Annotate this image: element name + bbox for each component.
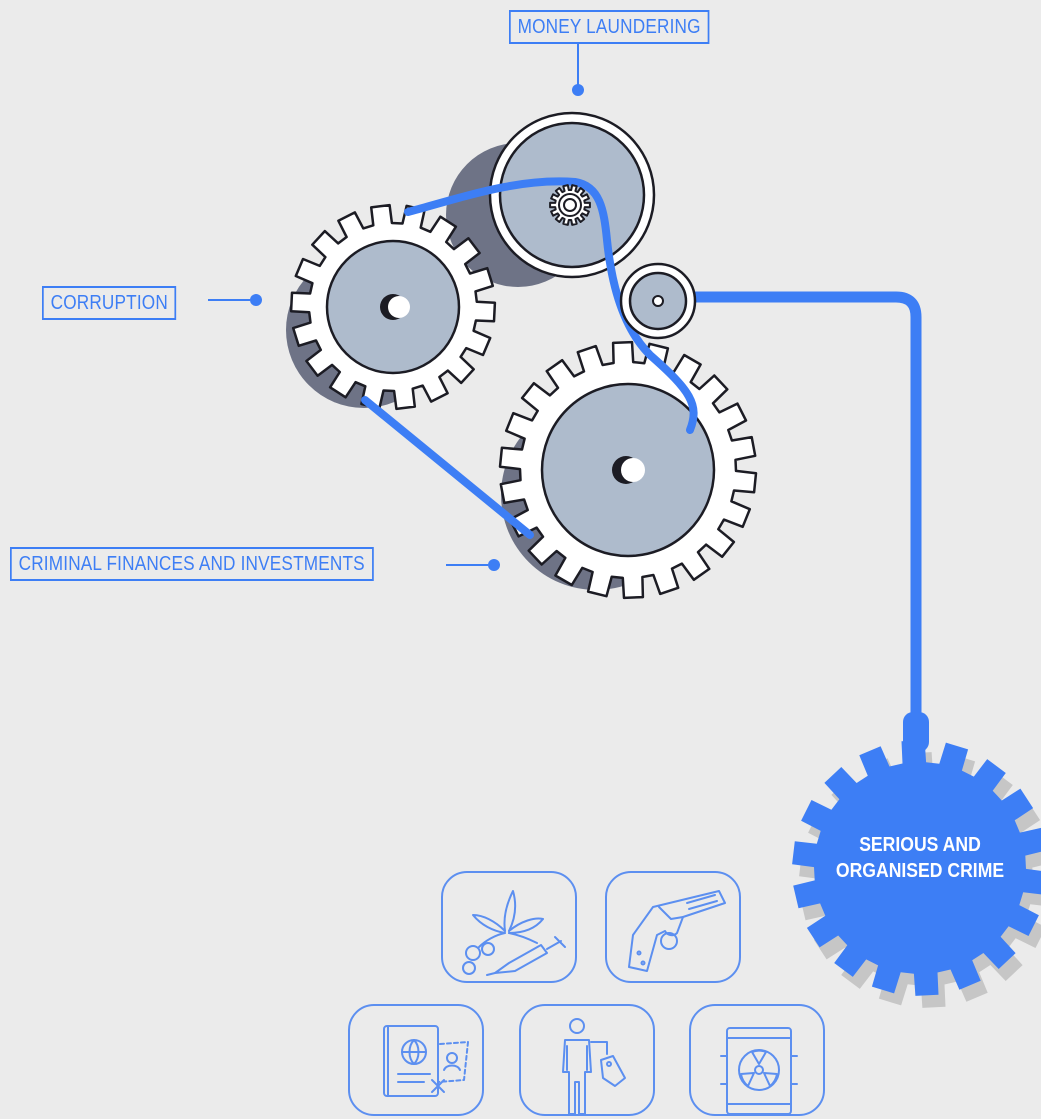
corruption-label: CORRUPTION (42, 286, 177, 320)
hub-left (380, 294, 410, 320)
small-cog-hub (563, 198, 577, 212)
serious-crime-label-line2: ORGANISED CRIME (835, 860, 1005, 882)
serious-crime-gear-connector (903, 712, 929, 752)
money-laundering-label: MONEY LAUNDERING (509, 10, 710, 44)
serious-crime-gear (792, 712, 1041, 1008)
serious-crime-label: SERIOUS AND ORGANISED CRIME (806, 832, 1035, 884)
serious-crime-label-line1: SERIOUS AND (859, 834, 981, 856)
connector-line-crime (660, 291, 922, 720)
hub-big (612, 456, 645, 484)
criminal-finances-label: CRIMINAL FINANCES AND INVESTMENTS (10, 547, 374, 581)
transmission-belt (404, 177, 698, 434)
human-trafficking-icon (519, 1004, 655, 1116)
transmission-belt-lower (361, 396, 534, 539)
firearm-icon (605, 871, 741, 983)
hazardous-waste-icon (689, 1004, 825, 1116)
small-pulley (619, 262, 697, 340)
document-fraud-icon (348, 1004, 484, 1116)
serious-crime-gear-body (792, 740, 1041, 996)
label-connectors (208, 44, 584, 571)
small-cog (549, 184, 591, 226)
drugs-icon (441, 871, 577, 983)
